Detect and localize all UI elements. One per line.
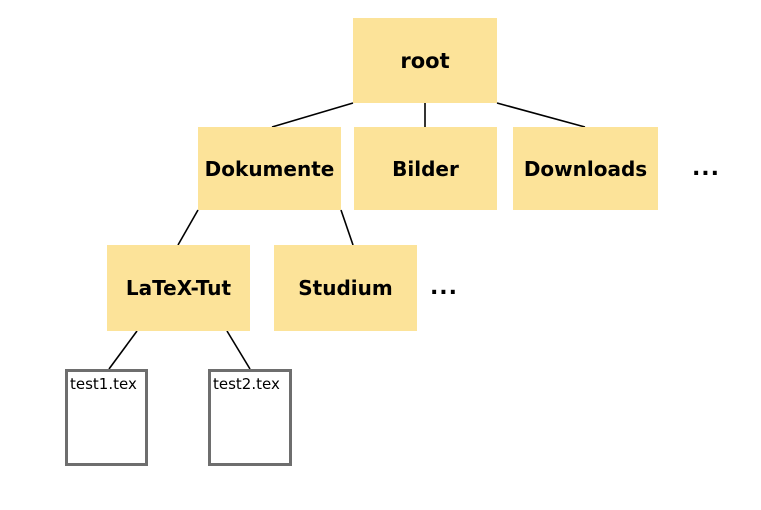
node-file-test2: test2.tex [208, 369, 292, 466]
edge-root-dokumente [271, 102, 354, 128]
ellipsis-level3-text: ... [429, 275, 459, 300]
node-bilder-label: Bilder [392, 156, 459, 181]
node-bilder: Bilder [354, 127, 497, 210]
node-studium-label: Studium [298, 276, 393, 300]
edge-latex-tut-test1 [108, 330, 138, 370]
node-latex-tut: LaTeX-Tut [107, 245, 250, 331]
node-root: root [353, 18, 497, 103]
node-dokumente-label: Dokumente [204, 156, 335, 181]
node-studium: Studium [274, 245, 417, 331]
node-downloads: Downloads [513, 127, 658, 210]
edge-dokumente-latex-tut [177, 209, 199, 246]
edge-dokumente-studium [340, 209, 354, 246]
node-file-test2-label: test2.tex [213, 375, 280, 393]
node-root-label: root [400, 48, 450, 73]
node-downloads-label: Downloads [523, 156, 648, 181]
node-file-test1-label: test1.tex [70, 375, 137, 393]
edge-root-downloads [496, 102, 586, 128]
ellipsis-level2: ... [686, 127, 726, 210]
ellipsis-level3: ... [424, 245, 464, 331]
node-dokumente: Dokumente [198, 127, 341, 210]
ellipsis-level2-text: ... [691, 155, 721, 181]
edge-latex-tut-test2 [226, 330, 251, 370]
node-file-test1: test1.tex [65, 369, 148, 466]
node-latex-tut-label: LaTeX-Tut [125, 276, 232, 300]
